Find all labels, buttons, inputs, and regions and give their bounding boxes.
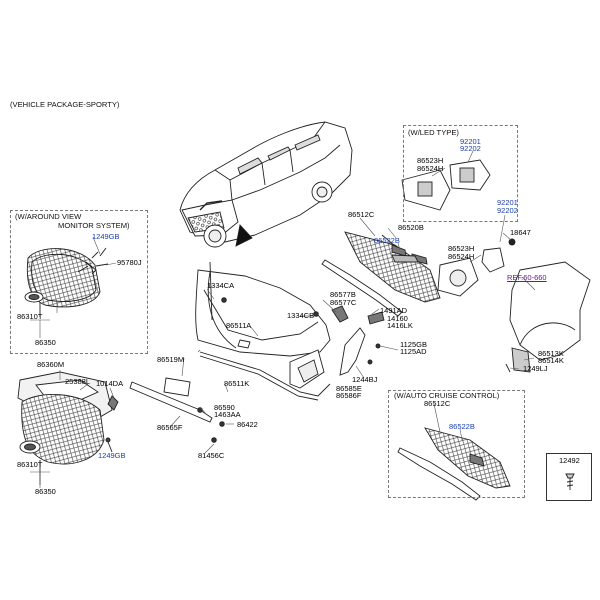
part-label: 1249GB [98, 451, 126, 460]
part-label: 25388L [65, 377, 91, 386]
part-label: 86565F [157, 423, 183, 432]
part-label: 86350 [35, 338, 56, 347]
avm-group-title-line1: (W/AROUND VIEW [15, 212, 82, 221]
part-label: 92201 [460, 137, 481, 146]
part-label: 86520B [398, 223, 424, 232]
trim-strips-artwork [129, 261, 385, 443]
part-label: 92202 [460, 144, 481, 153]
part-label: 86524H [448, 252, 475, 261]
avm-group-box [10, 210, 148, 354]
part-label: 1244BJ [352, 375, 378, 384]
part-label: 1014DA [96, 379, 124, 388]
part-label: 1249GB [92, 232, 120, 241]
part-label: 86522B [449, 422, 475, 431]
part-label: 86585E [336, 384, 362, 393]
screw-part-box [546, 453, 592, 501]
part-label: 1334CA [207, 281, 235, 290]
fender-artwork [505, 261, 591, 373]
part-label: 86577C [330, 298, 357, 307]
part-label: 86310T [17, 460, 43, 469]
screw-artwork [565, 473, 575, 490]
part-label: 12492 [559, 456, 580, 465]
part-label: 86511K [224, 379, 250, 388]
lower-grille-artwork [17, 371, 119, 485]
cruise-grille-artwork [397, 427, 511, 501]
part-label: 1334CB [287, 311, 315, 320]
part-label: 86514K [538, 356, 564, 365]
part-label: 86524H [417, 164, 444, 173]
part-label: 86513K [538, 349, 564, 358]
part-label: 1125AD [400, 347, 427, 356]
part-label: 86511A [226, 321, 252, 330]
led-type-group-box [403, 125, 518, 222]
reference-link[interactable]: REF.60-660 [507, 273, 547, 282]
part-label: 86523H [417, 156, 444, 165]
part-label: 86310T [17, 312, 43, 321]
part-label: 86586F [336, 391, 362, 400]
cruise-group-box [388, 390, 525, 498]
part-label: 1416LK [387, 321, 413, 330]
diagram-title: (VEHICLE PACKAGE-SPORTY) [10, 100, 120, 109]
part-label: 1491AD [380, 306, 408, 315]
part-label: 86523H [448, 244, 475, 253]
part-label: 14160 [387, 314, 408, 323]
part-label: 86519M [157, 355, 185, 364]
leader-lines [30, 150, 536, 488]
part-label: 1125GB [400, 340, 427, 349]
upper-grille-artwork [321, 231, 441, 317]
cruise-group-title: (W/AUTO CRUISE CONTROL) [394, 391, 500, 400]
led-group-title: (W/LED TYPE) [408, 128, 459, 137]
part-label: 86350 [35, 487, 56, 496]
part-label: 86522B [374, 236, 400, 245]
fog-lamp-artwork [391, 159, 516, 297]
part-label: 1463AA [214, 410, 241, 419]
part-label: 18647 [510, 228, 531, 237]
part-label: 86422 [237, 420, 258, 429]
bumper-cover-artwork [195, 269, 331, 401]
part-label: 86512C [424, 399, 451, 408]
part-label: 95780J [117, 258, 142, 267]
avm-grille-artwork [24, 247, 109, 317]
part-label: 81456C [198, 451, 225, 460]
part-label: 92202 [497, 206, 518, 215]
part-label: 92201 [497, 198, 518, 207]
part-label: 86360M [37, 360, 65, 369]
part-label: 86590 [214, 403, 235, 412]
part-label: 86512C [348, 210, 375, 219]
avm-group-title-line2: MONITOR SYSTEM) [58, 221, 130, 230]
part-label: 86577B [330, 290, 356, 299]
vehicle-illustration [179, 121, 353, 248]
part-label: 1249LJ [523, 364, 548, 373]
